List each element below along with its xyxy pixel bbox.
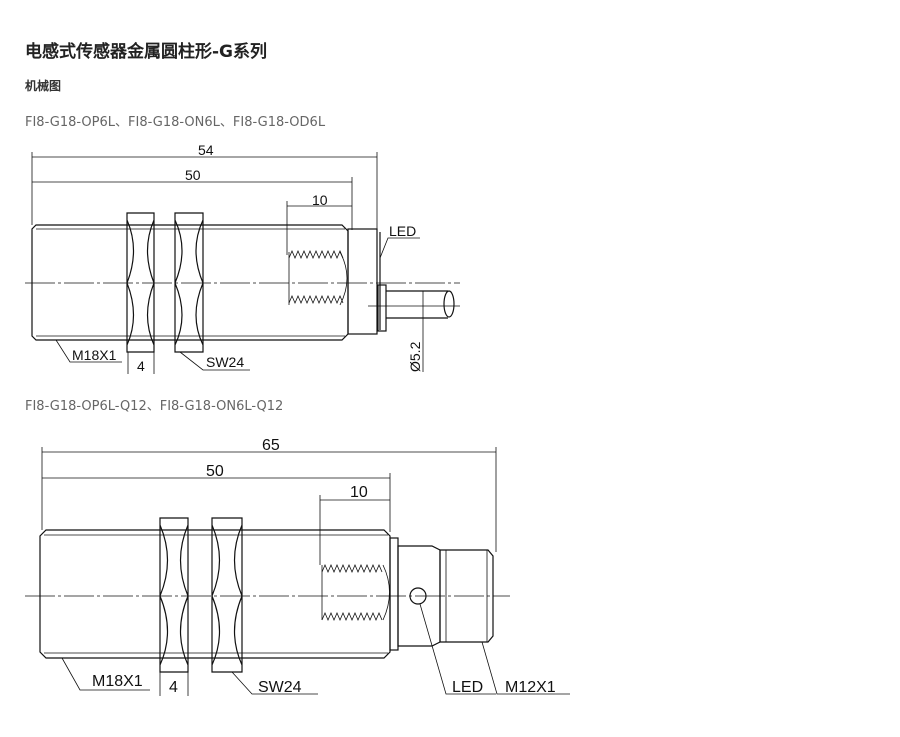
dim-sensing-2: 10 bbox=[350, 484, 368, 501]
connector-label: M12X1 bbox=[505, 679, 556, 696]
dim-total: 54 bbox=[198, 142, 214, 158]
cable-diameter: Ø5.2 bbox=[407, 341, 423, 372]
drawing-1-models: FI8-G18-OP6L、FI8-G18-ON6L、FI8-G18-OD6L bbox=[25, 115, 326, 130]
dim-body: 50 bbox=[185, 167, 201, 183]
wrench-label-2: SW24 bbox=[258, 679, 302, 696]
led-label: LED bbox=[389, 223, 416, 239]
thread-label: M18X1 bbox=[72, 347, 117, 363]
led-label-2: LED bbox=[452, 679, 483, 696]
drawing-2-models: FI8-G18-OP6L-Q12、FI8-G18-ON6L-Q12 bbox=[25, 399, 284, 414]
dim-body-2: 50 bbox=[206, 463, 224, 480]
wrench-label: SW24 bbox=[206, 354, 244, 370]
dim-total-2: 65 bbox=[262, 437, 280, 454]
page-title: 电感式传感器金属圆柱形-G系列 bbox=[25, 42, 268, 62]
dim-nut: 4 bbox=[137, 358, 145, 374]
dim-nut-2: 4 bbox=[169, 679, 178, 696]
section-heading: 机械图 bbox=[25, 79, 62, 93]
thread-label-2: M18X1 bbox=[92, 673, 143, 690]
drawing-1-cable-sensor: 54 50 10 M18X1 4 SW24 LED Ø5.2 bbox=[25, 142, 460, 374]
dim-sensing: 10 bbox=[312, 192, 328, 208]
